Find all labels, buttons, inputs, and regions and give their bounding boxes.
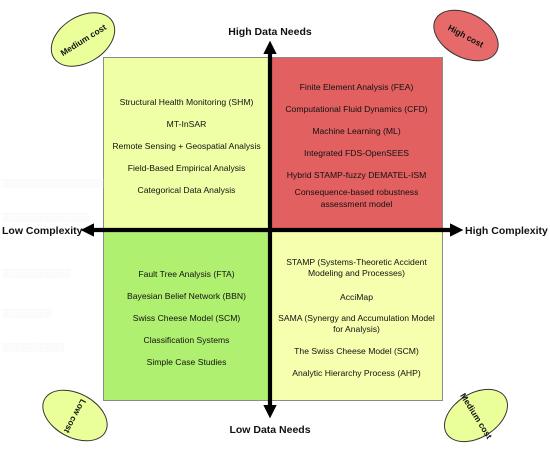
quadrant-high-complexity-high-data	[270, 57, 443, 230]
axis-label-high-data-needs: High Data Needs	[228, 26, 312, 38]
method-fta: Fault Tree Analysis (FTA)	[138, 269, 235, 279]
ghost-text: ░░░░░░░░░░	[2, 342, 65, 352]
quadrant-high-complexity-low-data	[270, 230, 443, 401]
method-mt-insar: MT-InSAR	[166, 119, 207, 129]
ghost-text: ░░░░░░░░░░░░░░	[2, 212, 90, 222]
method-categorical-data: Categorical Data Analysis	[137, 185, 236, 195]
quadrant-low-complexity-low-data	[103, 230, 270, 401]
axis-label-low-data-needs: Low Data Needs	[229, 424, 311, 436]
cost-label: High cost	[446, 21, 486, 50]
cost-label: Low cost	[61, 396, 89, 435]
method-scm: Swiss Cheese Model (SCM)	[132, 313, 241, 323]
cost-label: Medium cost	[58, 21, 108, 58]
method-fds-opensees: Integrated FDS-OpenSEES	[303, 148, 410, 158]
method-ml: Machine Learning (ML)	[312, 126, 401, 136]
method-classification: Classification Systems	[143, 335, 230, 345]
axis-label-low-complexity: Low Complexity	[2, 225, 83, 237]
method-stamp-cont: Modeling and Processes)	[308, 268, 405, 278]
axis-label-high-complexity: High Complexity	[465, 225, 548, 237]
method-shm: Structural Health Monitoring (SHM)	[119, 97, 254, 107]
method-remote-sensing: Remote Sensing + Geospatial Analysis	[112, 141, 261, 151]
quadrant-medium-complexity-high-data	[103, 57, 270, 230]
method-stamp: STAMP (Systems-Theoretic Accident	[286, 257, 427, 267]
method-stamp-fuzzy: Hybrid STAMP-fuzzy DEMATEL-ISM	[286, 170, 427, 180]
ghost-text: ░░░░░░░░░░░	[2, 268, 71, 278]
method-fea: Finite Element Analysis (FEA)	[299, 82, 414, 92]
method-ahp: Analytic Hierarchy Process (AHP)	[292, 368, 421, 378]
method-sama: SAMA (Synergy and Accumulation Model	[278, 313, 435, 323]
cost-label: Medium cost	[457, 390, 494, 441]
method-swiss-cheese: The Swiss Cheese Model (SCM)	[294, 346, 419, 356]
ghost-text: ░░░░░░░░	[2, 308, 52, 318]
method-bbn: Bayesian Belief Network (BBN)	[127, 291, 246, 301]
method-cfd: Computational Fluid Dynamics (CFD)	[285, 104, 428, 114]
method-field-empirical: Field-Based Empirical Analysis	[127, 163, 246, 173]
method-consequence-robustness-cont: assessment model	[320, 199, 393, 209]
method-case-studies: Simple Case Studies	[146, 357, 227, 367]
method-sama-cont: for Analysis)	[333, 324, 380, 334]
method-accimap: AcciMap	[340, 292, 373, 302]
method-consequence-robustness: Consequence-based robustness	[294, 187, 419, 197]
ghost-text: ░░░░░░░░░░░░░░░░░	[2, 178, 108, 188]
